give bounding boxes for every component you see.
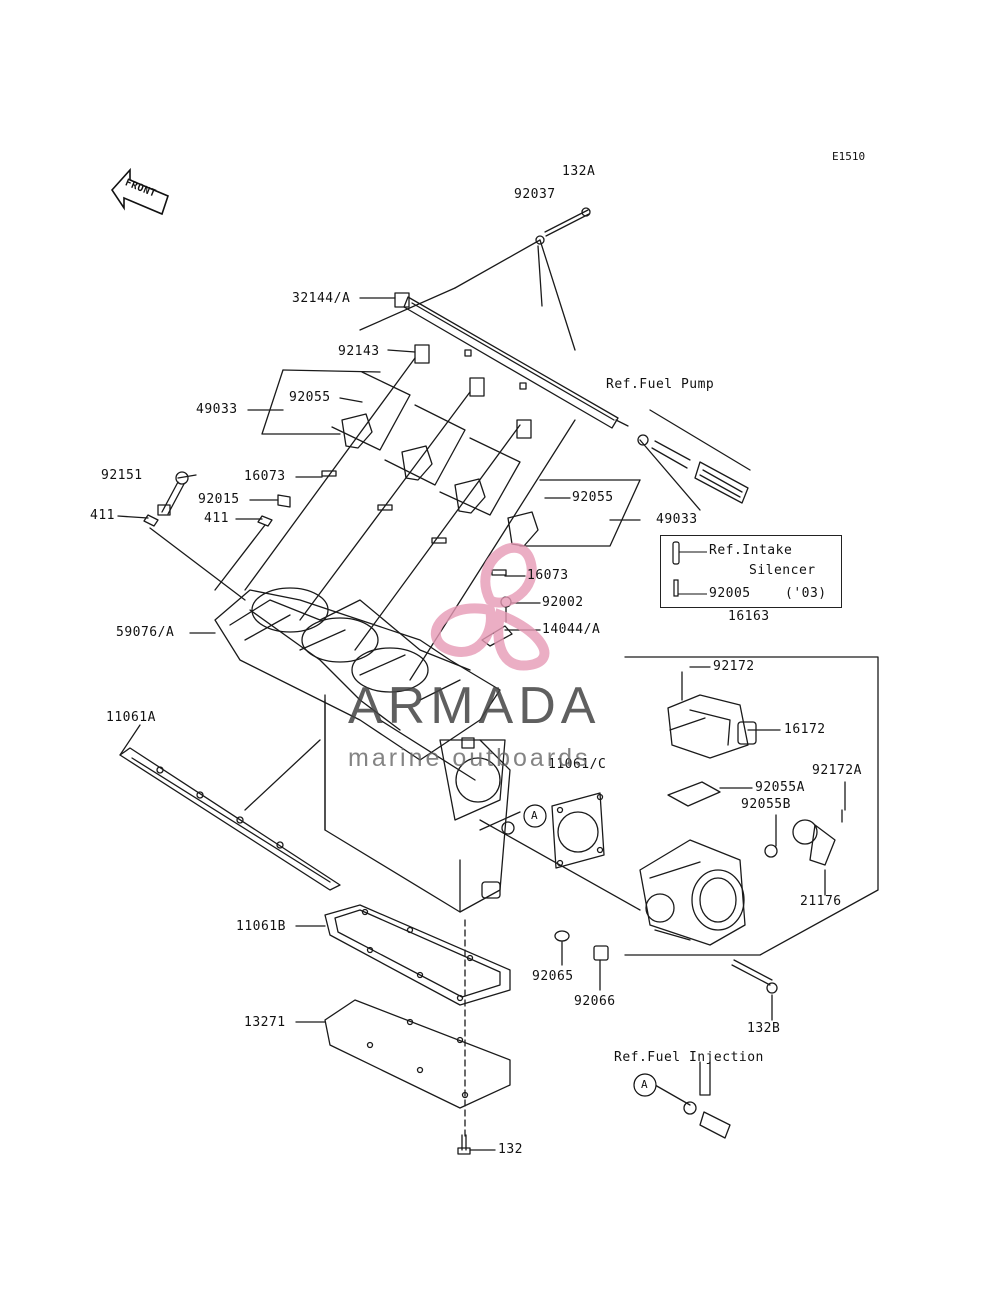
label-49033-right: 49033 [656,512,698,527]
callout-a-main: A [531,809,539,822]
label-411-right: 411 [204,511,229,526]
label-92055B: 92055B [741,797,791,812]
watermark-propeller-icon [430,542,550,671]
label-92015: 92015 [198,492,240,507]
label-92055-left: 92055 [289,390,331,405]
front-label: FRONT [123,177,158,200]
label-92055A: 92055A [755,780,805,795]
label-92065: 92065 [532,969,574,984]
front-arrow-icon [110,167,169,216]
intake-manifold [214,587,501,761]
label-13271: 13271 [244,1015,286,1030]
label-14044A: 14044/A [542,622,601,637]
label-92143: 92143 [338,344,380,359]
label-16172: 16172 [784,722,826,737]
watermark-title: ARMADA [348,677,601,735]
label-92037: 92037 [514,187,556,202]
label-92172: 92172 [713,659,755,674]
ref-intake-box: Ref.Intake Silencer 92005 ('03) [660,535,842,608]
ref-intake-pin-icon [672,541,707,597]
label-59076A: 59076/A [116,625,175,640]
callout-a-ref: A [641,1078,649,1091]
gasket-11061A [119,747,341,891]
plenum [324,694,515,913]
ref-intake-line2: Silencer [749,563,816,578]
gasket-11061C [551,792,605,869]
label-92066: 92066 [574,994,616,1009]
ref-intake-line1: Ref.Intake [709,543,793,558]
label-32144A: 32144/A [292,291,351,306]
label-49033-left: 49033 [196,402,238,417]
label-16073-left: 16073 [244,469,286,484]
label-92172A: 92172A [812,763,862,778]
label-132B: 132B [747,1021,781,1036]
diagram-code: E1510 [832,150,866,163]
injectors [341,413,539,547]
front-label-box: FRONT [108,168,172,216]
label-16163: 16163 [728,609,770,624]
label-11061C: 11061/C [548,757,607,772]
label-92002: 92002 [542,595,584,610]
throttle-body [639,839,746,946]
cover-13271 [324,999,511,1109]
label-92151: 92151 [101,468,143,483]
label-ref-fuel-pump: Ref.Fuel Pump [606,377,715,392]
gasket-11061B [324,904,511,1006]
label-16073-right: 16073 [527,568,569,583]
label-11061B: 11061B [236,919,286,934]
sensor-21176 [792,809,843,866]
watermark-subtitle: marine outboards [348,744,591,772]
sensor-16172 [667,694,757,759]
label-92055-right: 92055 [572,490,614,505]
label-132A: 132A [562,164,596,179]
label-ref-fuel-injection: Ref.Fuel Injection [614,1050,764,1065]
fuel-rail [394,292,629,429]
ref-intake-year: ('03) [785,586,827,601]
label-132: 132 [498,1142,523,1157]
label-21176: 21176 [800,894,842,909]
label-411-left: 411 [90,508,115,523]
label-11061A: 11061A [106,710,156,725]
ref-intake-part: 92005 [709,586,751,601]
